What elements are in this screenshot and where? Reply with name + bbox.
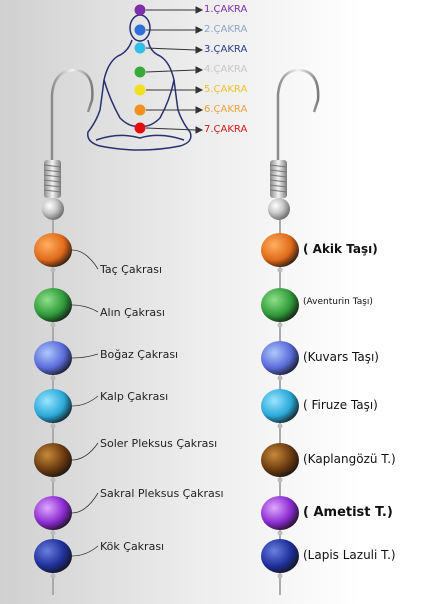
chakra-name-label: Soler Pleksus Çakrası — [100, 437, 218, 450]
right-stone — [261, 233, 299, 267]
leader-line — [71, 304, 99, 313]
chakra-dot — [134, 66, 146, 78]
left-stone — [34, 288, 72, 322]
left-stone — [34, 341, 72, 375]
stone-name-label: ( Akik Taşı) — [303, 242, 378, 256]
left-ear-hook — [50, 68, 94, 175]
chakra-dot — [134, 42, 146, 54]
stone-name-label: ( Firuze Taşı) — [303, 398, 378, 412]
right-stone — [261, 341, 299, 375]
stone-name-label: ( Ametist T.) — [303, 505, 393, 520]
stone-name-label: (Kaplangözü T.) — [303, 452, 396, 466]
right-stone — [261, 443, 299, 477]
spacer-bead — [277, 267, 283, 273]
leader-line — [71, 353, 99, 359]
spacer-bead — [50, 423, 56, 429]
leader-line — [71, 249, 99, 270]
chakra-label: 7.ÇAKRA — [204, 124, 248, 135]
chakra-name-label: Kök Çakrası — [100, 540, 165, 553]
arrow-head — [195, 66, 204, 74]
spacer-bead — [277, 530, 283, 536]
chakra-label: 5.ÇAKRA — [204, 84, 248, 95]
right-ear-hook — [276, 68, 320, 175]
right-stone — [261, 539, 299, 573]
spacer-bead — [50, 375, 56, 381]
stone-name-label: (Kuvars Taşı) — [303, 350, 379, 364]
chakra-label: 4.ÇAKRA — [204, 64, 248, 75]
left-stone — [34, 539, 72, 573]
spacer-bead — [277, 322, 283, 328]
arrow-head — [195, 106, 204, 114]
spacer-bead — [277, 573, 283, 579]
arrow-head — [195, 86, 204, 94]
left-stone — [34, 443, 72, 477]
chakra-label: 2.ÇAKRA — [204, 24, 248, 35]
left-stone — [34, 389, 72, 423]
chakra-arrow — [145, 69, 197, 73]
spacer-bead — [50, 267, 56, 273]
spacer-bead — [50, 530, 56, 536]
chakra-label: 3.ÇAKRA — [204, 44, 248, 55]
spacer-bead — [50, 573, 56, 579]
chakra-name-label: Taç Çakrası — [100, 263, 163, 276]
leader-line — [71, 395, 99, 407]
chakra-dot — [134, 4, 146, 16]
chakra-dot — [134, 122, 146, 134]
meditation-figure — [87, 14, 192, 151]
chakra-arrow — [145, 127, 197, 131]
chakra-name-label: Sakral Pleksus Çakrası — [100, 487, 224, 500]
leader-line — [71, 442, 99, 461]
right-stone — [261, 389, 299, 423]
spacer-bead — [50, 322, 56, 328]
right-stone — [261, 288, 299, 322]
arrow-head — [195, 6, 204, 14]
chakra-label: 1.ÇAKRA — [204, 4, 248, 15]
leader-line — [71, 545, 99, 557]
right-stone — [261, 496, 299, 530]
chakra-dot — [134, 84, 146, 96]
arrow-head — [195, 126, 204, 134]
right-coil — [269, 160, 288, 198]
arrow-head — [195, 46, 204, 54]
spacer-bead — [277, 477, 283, 483]
chakra-arrow — [145, 47, 197, 51]
chakra-name-label: Boğaz Çakrası — [100, 348, 179, 361]
stone-name-label: (Aventurin Taşı) — [303, 297, 373, 307]
left-stone — [34, 233, 72, 267]
leader-line — [71, 492, 99, 514]
right-silver-bead — [268, 198, 290, 220]
left-coil — [43, 160, 62, 198]
chakra-dot — [134, 104, 146, 116]
spacer-bead — [277, 423, 283, 429]
spacer-bead — [50, 477, 56, 483]
spacer-bead — [277, 375, 283, 381]
chakra-dot — [134, 24, 146, 36]
left-stone — [34, 496, 72, 530]
stone-name-label: (Lapis Lazuli T.) — [303, 548, 396, 562]
arrow-head — [195, 26, 204, 34]
left-silver-bead — [42, 198, 64, 220]
chakra-name-label: Alın Çakrası — [100, 306, 165, 319]
chakra-name-label: Kalp Çakrası — [100, 390, 169, 403]
chakra-label: 6.ÇAKRA — [204, 104, 248, 115]
